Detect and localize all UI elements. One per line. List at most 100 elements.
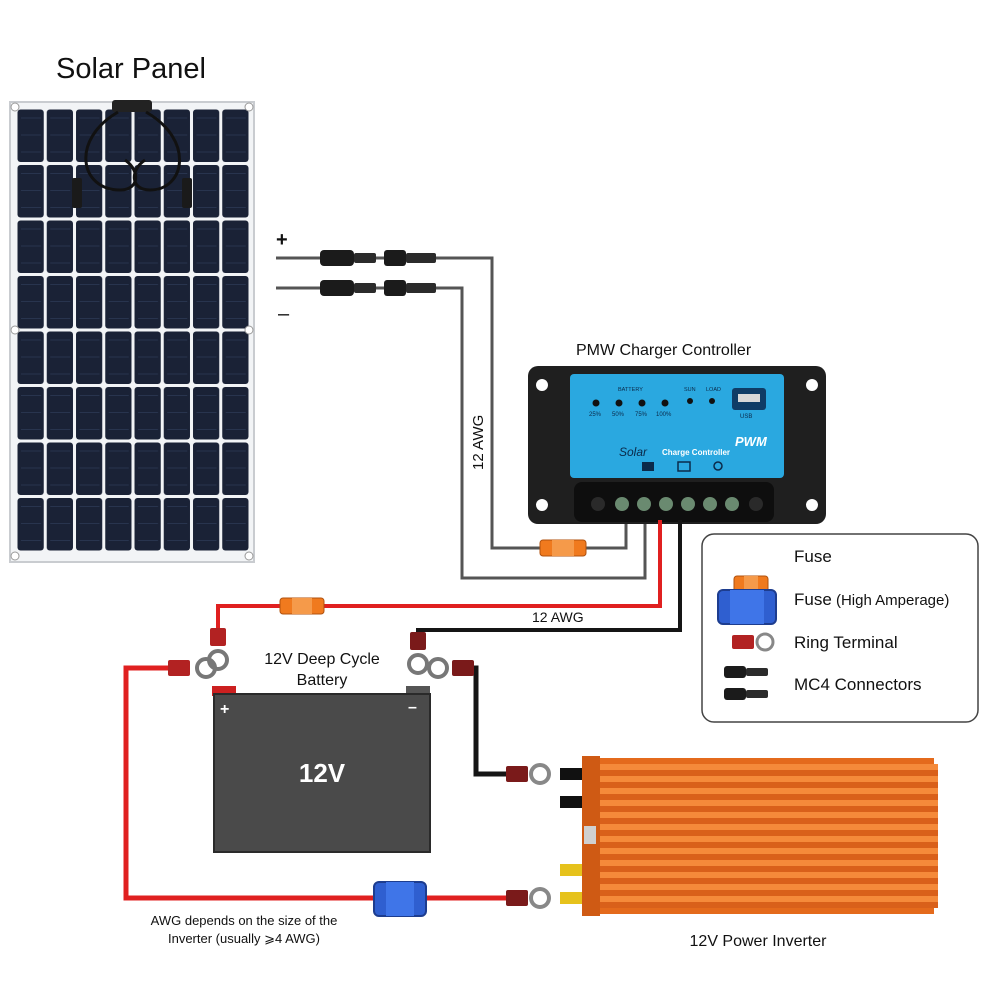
awg-label-battery: 12 AWG [532,609,584,625]
battery-positive-post [212,686,236,696]
bulb-icon [713,461,723,471]
power-inverter: 12V Power Inverter [560,756,938,950]
legend-item-mc4-label: MC4 Connectors [794,675,922,694]
legend-item-fuse-label: Fuse [794,547,832,566]
panel-minus-label: – [278,303,290,325]
charge-controller: PMW Charger Controller BATTERY SUN LOAD … [528,342,826,524]
usb-label: USB [740,414,752,420]
battery-level-led [592,399,600,407]
fuse-high-amperage [373,881,427,917]
mounting-hole [244,325,254,335]
mounting-hole [10,325,20,335]
mc4-connector-pair [320,280,436,296]
ring-terminal [168,657,217,679]
controller-load-label: LOAD [706,387,721,393]
inverter-positive-terminal [560,892,582,904]
ring-terminal [427,657,474,679]
battery-negative-post [406,686,430,696]
legend: Fuse Fuse (High Amperage) Ring Terminal … [701,533,979,723]
panel-plus-label: + [276,229,288,251]
mounting-hole [244,551,254,561]
battery-plus-mark: + [220,701,229,718]
panel-positive-wire [586,520,628,550]
battery-title-line2: Battery [297,672,348,689]
inverter-positive-terminal [560,864,582,876]
battery-positive-wire [322,520,662,608]
battery-level-label: 75% [635,412,648,418]
mounting-hole [244,102,254,112]
terminal-block [574,482,774,522]
junction-box [112,100,152,112]
battery-level-led [638,399,646,407]
mc4-connector-pair [320,250,436,266]
ring-terminal [407,632,429,675]
ring-terminal [506,763,551,785]
terminal-screw [725,497,739,511]
inverter-negative-terminal [560,768,582,780]
inverter-awg-note-line2: Inverter (usually ⩾4 AWG) [168,931,320,946]
legend-item-ring-terminal-label: Ring Terminal [794,633,898,652]
awg-label-panel: 12 AWG [470,415,487,470]
mounting-hole [10,551,20,561]
battery-level-led [615,399,623,407]
sun-led [687,398,693,404]
controller-mount-hole [536,379,548,391]
legend-box [701,533,979,723]
usb-port-slot [738,394,760,402]
battery-positive-wire [216,604,280,630]
brand-script: Solar [619,445,648,459]
mounting-hole [10,102,20,112]
pwm-label: PWM [735,434,768,449]
controller-sun-label: SUN [684,387,696,393]
solar-icon [642,462,654,471]
inverter-positive-wire [123,665,374,901]
terminal-screw [681,497,695,511]
panel-cable [132,110,181,192]
solar-panel: Solar Panel [9,53,255,563]
load-led [709,398,715,404]
battery-minus-mark: – [408,699,417,716]
battery-level-label: 100% [656,412,672,418]
mc4-connectors-icon [724,666,768,700]
fuse-battery [279,597,325,615]
terminal-screw [591,497,605,511]
battery-level-led [661,399,669,407]
legend-item-fuse-high-text: Fuse [794,590,832,609]
controller-mount-hole [806,499,818,511]
battery-negative-wire [416,520,682,648]
fuse-panel [539,539,587,557]
mc4-connector [72,178,82,208]
controller-face [570,374,784,478]
terminal-screw [615,497,629,511]
battery-to-inverter-wiring: AWG depends on the size of the Inverter … [123,657,551,946]
battery-level-label: 25% [589,412,602,418]
terminal-screw [659,497,673,511]
battery-title-line1: 12V Deep Cycle [264,651,380,668]
terminal-screw [703,497,717,511]
panel-to-controller-wiring: + – 12 AWG [276,229,647,580]
fuse-high-amperage-icon [717,589,777,625]
legend-item-fuse-high-label: Fuse (High Amperage) [794,590,949,609]
mc4-connector [182,178,192,208]
inverter-negative-terminal [560,796,582,808]
inverter-title: 12V Power Inverter [690,933,828,950]
legend-item-fuse-high-sub: (High Amperage) [832,592,950,609]
battery-icon [677,461,691,472]
solar-panel-title: Solar Panel [56,53,206,85]
inverter-awg-note-line1: AWG depends on the size of the [151,913,338,928]
ring-terminal [506,887,551,909]
controller-mount-hole [806,379,818,391]
inverter-fins [598,764,938,908]
battery-level-label: 50% [612,412,625,418]
terminal-screw [749,497,763,511]
panel-positive-wire [276,256,540,550]
controller-battery-label: BATTERY [618,387,643,393]
battery-body [213,693,431,853]
terminal-screw [637,497,651,511]
controller-to-battery-wiring: 12 AWG [207,520,682,675]
controller-title: PMW Charger Controller [576,342,752,359]
battery-voltage: 12V [299,758,346,788]
brand-text: Charge Controller [662,448,730,457]
inverter-negative-wire [470,665,510,777]
